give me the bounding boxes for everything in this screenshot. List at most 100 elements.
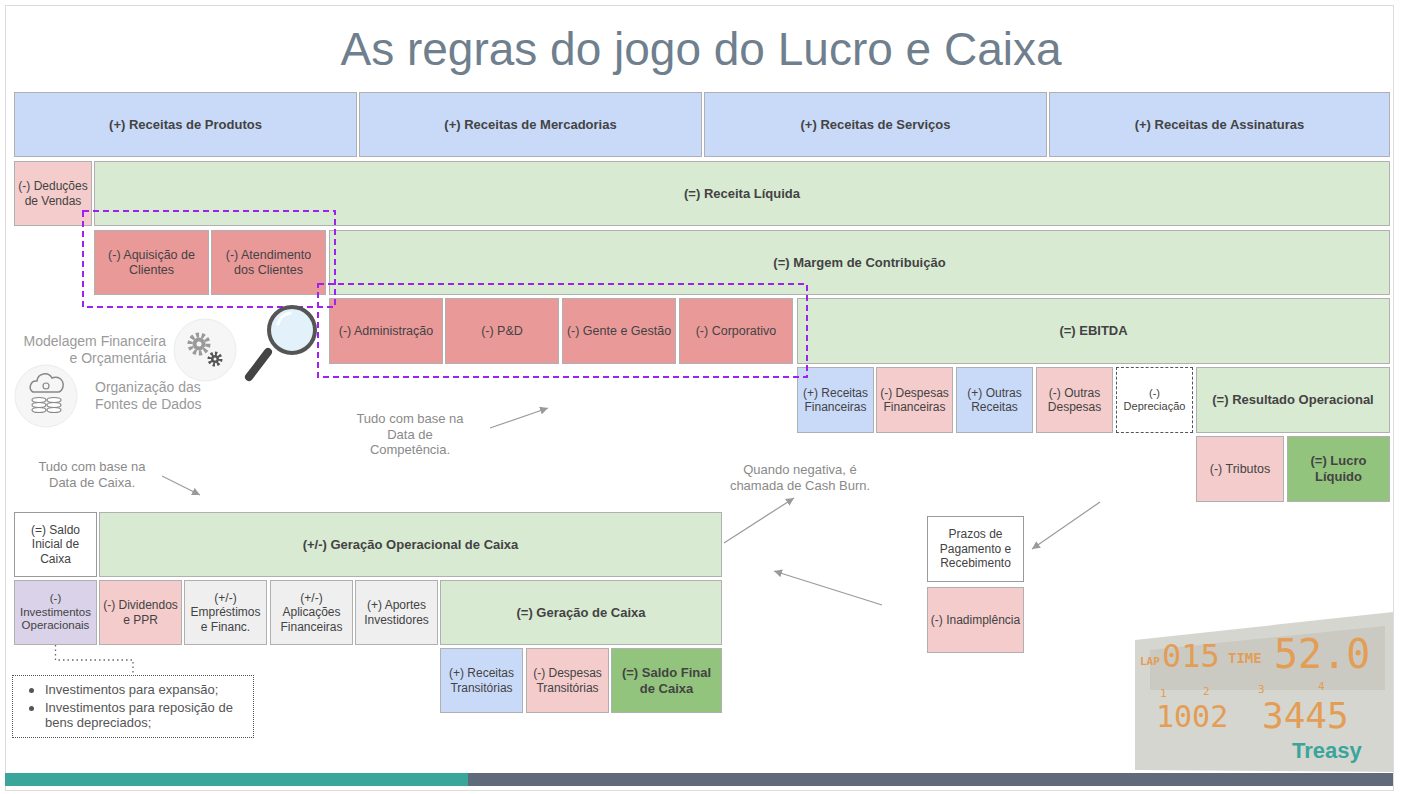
gear-icon bbox=[197, 342, 202, 347]
scoreboard-digit: 1 bbox=[1160, 688, 1167, 699]
node-text: (-) Investimentos Operacionais bbox=[17, 592, 94, 633]
result-box: (=) Resultado Operacional bbox=[1196, 367, 1390, 433]
revenue-box: (+) Receitas de Assinaturas bbox=[1049, 92, 1390, 157]
annotation-text: Tudo com base na Data de Caixa. bbox=[28, 459, 156, 490]
scoreboard-panel bbox=[1135, 612, 1393, 772]
deduction-box: (-) Deduções de Vendas bbox=[14, 161, 92, 226]
scoreboard-digit: 2 bbox=[1203, 686, 1210, 697]
revenue-box: (+) Receitas Transitórias bbox=[440, 648, 523, 713]
pointer-arrow bbox=[162, 476, 200, 495]
result-box: (=) Margem de Contribuição bbox=[329, 230, 1390, 295]
node-text: (=) Geração de Caixa bbox=[517, 605, 646, 621]
gear-icon bbox=[214, 358, 217, 361]
investment-box: (-) Investimentos Operacionais bbox=[14, 580, 97, 645]
node-text: (-) Tributos bbox=[1210, 462, 1270, 477]
revenue-box: (+) Receitas de Produtos bbox=[14, 92, 357, 157]
icon-circle bbox=[15, 365, 77, 427]
node-text: (+) Receitas de Mercadorias bbox=[444, 117, 616, 133]
result-box: (=) EBITDA bbox=[797, 298, 1390, 364]
deduction-box: (-) Dividendos e PPR bbox=[99, 580, 182, 645]
annotation-text: Modelagem Financeira e Orçamentária bbox=[20, 333, 166, 367]
node-text: (-) Despesas Financeiras bbox=[879, 386, 950, 415]
database-icon bbox=[32, 403, 46, 408]
diagram-title: As regras do jogo do Lucro e Caixa bbox=[0, 22, 1402, 77]
node-text: (-) Corporativo bbox=[696, 324, 777, 339]
pointer-arrow bbox=[490, 408, 548, 428]
node-text: (=) Margem de Contribuição bbox=[773, 255, 945, 271]
node-text: (+/-) Aplicações Financeiras bbox=[273, 591, 350, 634]
magnifier-icon bbox=[269, 307, 315, 353]
scoreboard-panel bbox=[1150, 626, 1385, 690]
result-box: (=) Geração de Caixa bbox=[440, 580, 722, 645]
node-text: (-) Gente e Gestão bbox=[567, 324, 671, 339]
node-text: (-) Despesas Transitórias bbox=[529, 666, 606, 695]
footer-bar bbox=[468, 773, 1393, 786]
revenue-box: (+) Receitas de Mercadorias bbox=[359, 92, 702, 157]
node-text: (=) Saldo Inicial de Caixa bbox=[17, 523, 94, 566]
leader-line bbox=[56, 645, 134, 675]
gear-icon bbox=[211, 355, 219, 363]
gear-icon bbox=[190, 335, 221, 365]
node-text: (+) Outras Receitas bbox=[959, 386, 1030, 415]
highlight-bracket bbox=[318, 284, 807, 377]
scoreboard-digit: LAP bbox=[1140, 656, 1160, 667]
gear-icon bbox=[210, 354, 221, 365]
node-text: (-) Outras Despesas bbox=[1039, 386, 1110, 415]
expense-box: (-) Aquisição de Clientes bbox=[94, 230, 209, 295]
scoreboard-digit: 3 bbox=[1258, 684, 1265, 695]
node-text: (-) P&D bbox=[481, 324, 523, 339]
financing-box: (+/-) Aplicações Financeiras bbox=[270, 580, 353, 645]
node-text: (+/-) Geração Operacional de Caixa bbox=[303, 537, 519, 553]
node-text: (+/-) Empréstimos e Financ. bbox=[187, 591, 264, 634]
page-frame bbox=[6, 6, 1394, 791]
pointer-arrow bbox=[1032, 502, 1100, 549]
pointer-arrow bbox=[724, 498, 794, 543]
magnifier-icon bbox=[249, 352, 268, 377]
bullet-item: Investimentos para expansão; bbox=[15, 682, 245, 698]
bullet-item: Investimentos para reposição de bens dep… bbox=[15, 700, 245, 731]
scoreboard-digit: 015 bbox=[1162, 640, 1220, 672]
database-icon bbox=[47, 398, 61, 403]
node-text: (-) Administração bbox=[339, 324, 433, 339]
node-text: (+) Receitas de Produtos bbox=[109, 117, 262, 133]
database-icon bbox=[30, 374, 63, 392]
node-text: (-) Inadimplência bbox=[931, 613, 1020, 627]
info-box: (-) Depreciação bbox=[1116, 367, 1193, 433]
node-text: (+) Receitas de Assinaturas bbox=[1135, 117, 1305, 133]
node-text: (=) Lucro Líquido bbox=[1290, 453, 1387, 484]
node-text: Prazos de Pagamento e Recebimento bbox=[930, 527, 1021, 570]
node-text: (=) EBITDA bbox=[1059, 323, 1127, 339]
deduction-box: (-) Inadimplência bbox=[927, 587, 1024, 653]
scoreboard-digit: 1002 bbox=[1156, 702, 1228, 732]
gear-icon bbox=[193, 338, 206, 351]
annotation-text: Quando negativa, é chamada de Cash Burn. bbox=[724, 462, 876, 493]
expense-box: (-) Atendimento dos Clientes bbox=[211, 230, 326, 295]
brand-logo: Treasy bbox=[1292, 738, 1362, 764]
annotation-text: Organização das Fontes de Dados bbox=[95, 379, 210, 413]
deduction-box: (-) Tributos bbox=[1196, 436, 1284, 502]
result-box: (+/-) Geração Operacional de Caixa bbox=[99, 512, 722, 577]
node-text: (+) Receitas Transitórias bbox=[443, 666, 520, 695]
scoreboard-digit: 52.0 bbox=[1274, 634, 1370, 674]
scoreboard-digit: 3445 bbox=[1262, 698, 1349, 734]
node-text: (=) Receita Líquida bbox=[684, 186, 800, 202]
database-icon bbox=[47, 408, 61, 413]
icon-circle bbox=[174, 319, 236, 381]
node-text: (+) Receitas de Serviços bbox=[801, 117, 951, 133]
final-result-box: (=) Lucro Líquido bbox=[1287, 436, 1390, 502]
node-text: (-) Atendimento dos Clientes bbox=[214, 248, 323, 278]
node-text: (-) Depreciação bbox=[1119, 387, 1190, 413]
database-icon bbox=[32, 408, 46, 413]
deduction-box: (-) Despesas Transitórias bbox=[526, 648, 609, 713]
financing-box: (+) Aportes Investidores bbox=[355, 580, 438, 645]
node-text: (=) Saldo Final de Caixa bbox=[614, 665, 719, 696]
expense-box: (-) P&D bbox=[445, 298, 559, 364]
node-text: (-) Dividendos e PPR bbox=[102, 598, 179, 627]
final-result-box: (=) Saldo Final de Caixa bbox=[611, 648, 722, 713]
database-icon bbox=[47, 403, 61, 408]
scoreboard-digit: 4 bbox=[1318, 681, 1325, 692]
magnifier-icon bbox=[278, 313, 290, 324]
result-box: (=) Receita Líquida bbox=[94, 161, 1390, 226]
node-text: (-) Deduções de Vendas bbox=[17, 179, 89, 208]
